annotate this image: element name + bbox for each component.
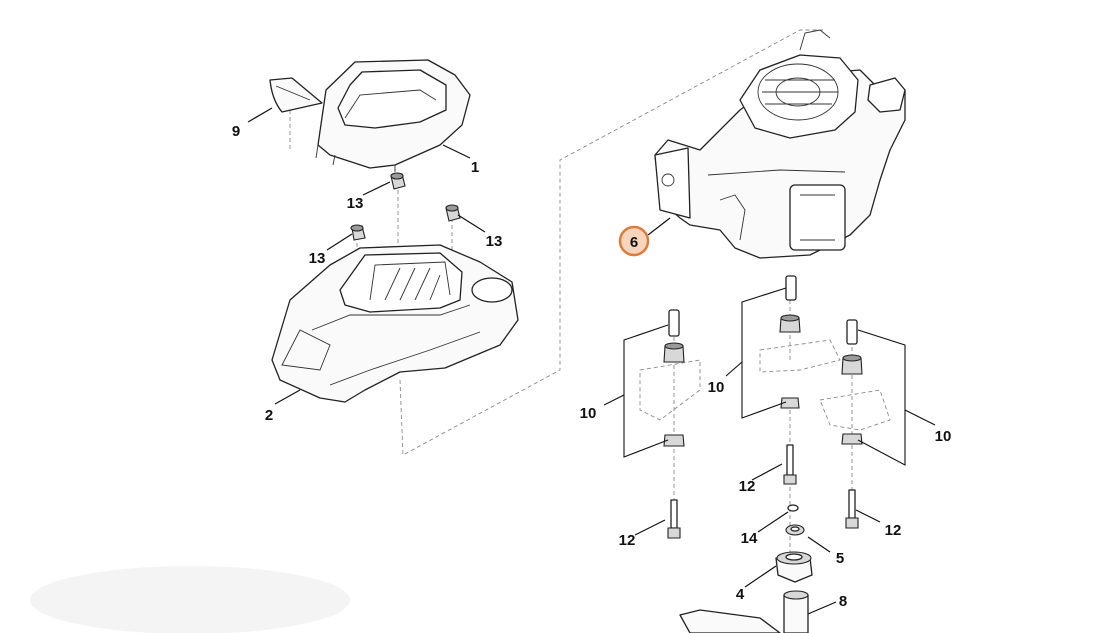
callout-14: 14 xyxy=(741,530,758,547)
highlight-circle[interactable] xyxy=(618,225,650,257)
bracket-lines xyxy=(603,287,936,466)
callout-12b: 12 xyxy=(739,478,756,495)
callout-13c: 13 xyxy=(486,233,503,250)
blurred-area xyxy=(30,566,350,633)
callout-5: 5 xyxy=(836,550,844,567)
part-14-washer xyxy=(787,504,799,512)
part-2-engine-housing xyxy=(271,244,519,403)
part-9-cover-clip xyxy=(269,77,323,113)
callout-1: 1 xyxy=(471,159,479,176)
part-6-engine xyxy=(654,29,906,259)
callout-10c: 10 xyxy=(935,428,952,445)
part-12-bolts xyxy=(667,444,859,539)
part-4-hub xyxy=(775,551,813,583)
callout-labels: 9 1 13 13 13 2 10 10 10 12 12 12 14 5 4 … xyxy=(232,123,952,610)
part-8-adapter xyxy=(679,590,809,633)
callout-6-highlight[interactable]: 6 xyxy=(618,225,650,257)
callout-2: 2 xyxy=(265,407,273,424)
callout-12c: 12 xyxy=(885,522,902,539)
part-5-ring xyxy=(785,524,805,536)
callout-13a: 13 xyxy=(347,195,364,212)
part-1-top-cover xyxy=(315,59,471,172)
callout-13b: 13 xyxy=(309,250,326,267)
callout-4: 4 xyxy=(736,586,745,603)
callout-6[interactable]: 6 xyxy=(630,234,638,251)
callout-12a: 12 xyxy=(619,532,636,549)
part-13-nuts xyxy=(350,172,461,241)
blade-outlines xyxy=(639,339,891,431)
part-10-screws-and-bushings xyxy=(663,275,863,447)
callout-8: 8 xyxy=(839,593,847,610)
callout-9: 9 xyxy=(232,123,240,140)
leader-lines xyxy=(247,107,881,615)
callout-10a: 10 xyxy=(580,405,597,422)
callout-10b: 10 xyxy=(708,379,725,396)
